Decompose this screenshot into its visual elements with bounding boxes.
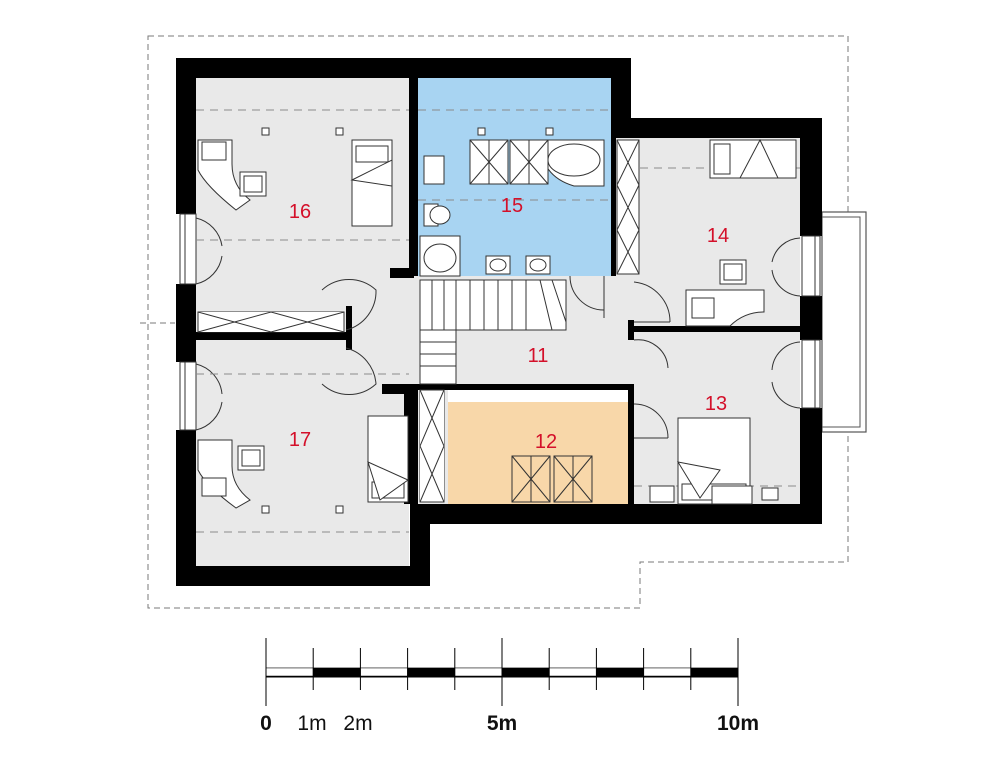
window-left-16 bbox=[179, 213, 197, 285]
closet-racks bbox=[511, 455, 593, 503]
bathroom-fixtures bbox=[419, 139, 605, 277]
scale-segment bbox=[360, 667, 408, 677]
room-label-17: 17 bbox=[289, 429, 311, 451]
scale-bar bbox=[265, 638, 739, 706]
room-label-15: 15 bbox=[501, 195, 523, 217]
scale-segment bbox=[407, 667, 456, 677]
wardrobes bbox=[197, 139, 640, 503]
window-right-14 bbox=[801, 235, 821, 297]
walls bbox=[176, 58, 822, 586]
beds bbox=[350, 138, 797, 505]
roof-outline bbox=[147, 35, 849, 609]
door-swings bbox=[195, 217, 801, 439]
scale-segment bbox=[690, 667, 739, 677]
scale-label-10m: 10m bbox=[717, 712, 759, 735]
scale-segment bbox=[548, 667, 597, 677]
staircase bbox=[419, 279, 567, 385]
scale-label-0: 0 bbox=[260, 712, 272, 735]
window-right-13 bbox=[801, 339, 821, 409]
scale-segment bbox=[596, 667, 644, 677]
room-label-11: 11 bbox=[528, 345, 549, 367]
scale-label-2m: 2m bbox=[343, 712, 372, 735]
scale-label-1m: 1m bbox=[297, 712, 326, 735]
scale-segment bbox=[643, 667, 692, 677]
desks bbox=[197, 139, 779, 509]
skylights bbox=[261, 127, 554, 514]
scale-segment bbox=[501, 667, 550, 677]
balcony bbox=[821, 211, 867, 433]
window-left-17 bbox=[179, 361, 197, 431]
scale-segment bbox=[454, 667, 503, 677]
room-label-16: 16 bbox=[289, 201, 311, 223]
room-12 bbox=[448, 402, 632, 504]
scale-segment bbox=[265, 667, 314, 677]
room-label-14: 14 bbox=[707, 225, 729, 247]
scale-label-5m: 5m bbox=[487, 712, 517, 735]
room-label-12: 12 bbox=[535, 431, 557, 453]
room-label-13: 13 bbox=[705, 393, 727, 415]
scale-segment bbox=[312, 667, 361, 677]
